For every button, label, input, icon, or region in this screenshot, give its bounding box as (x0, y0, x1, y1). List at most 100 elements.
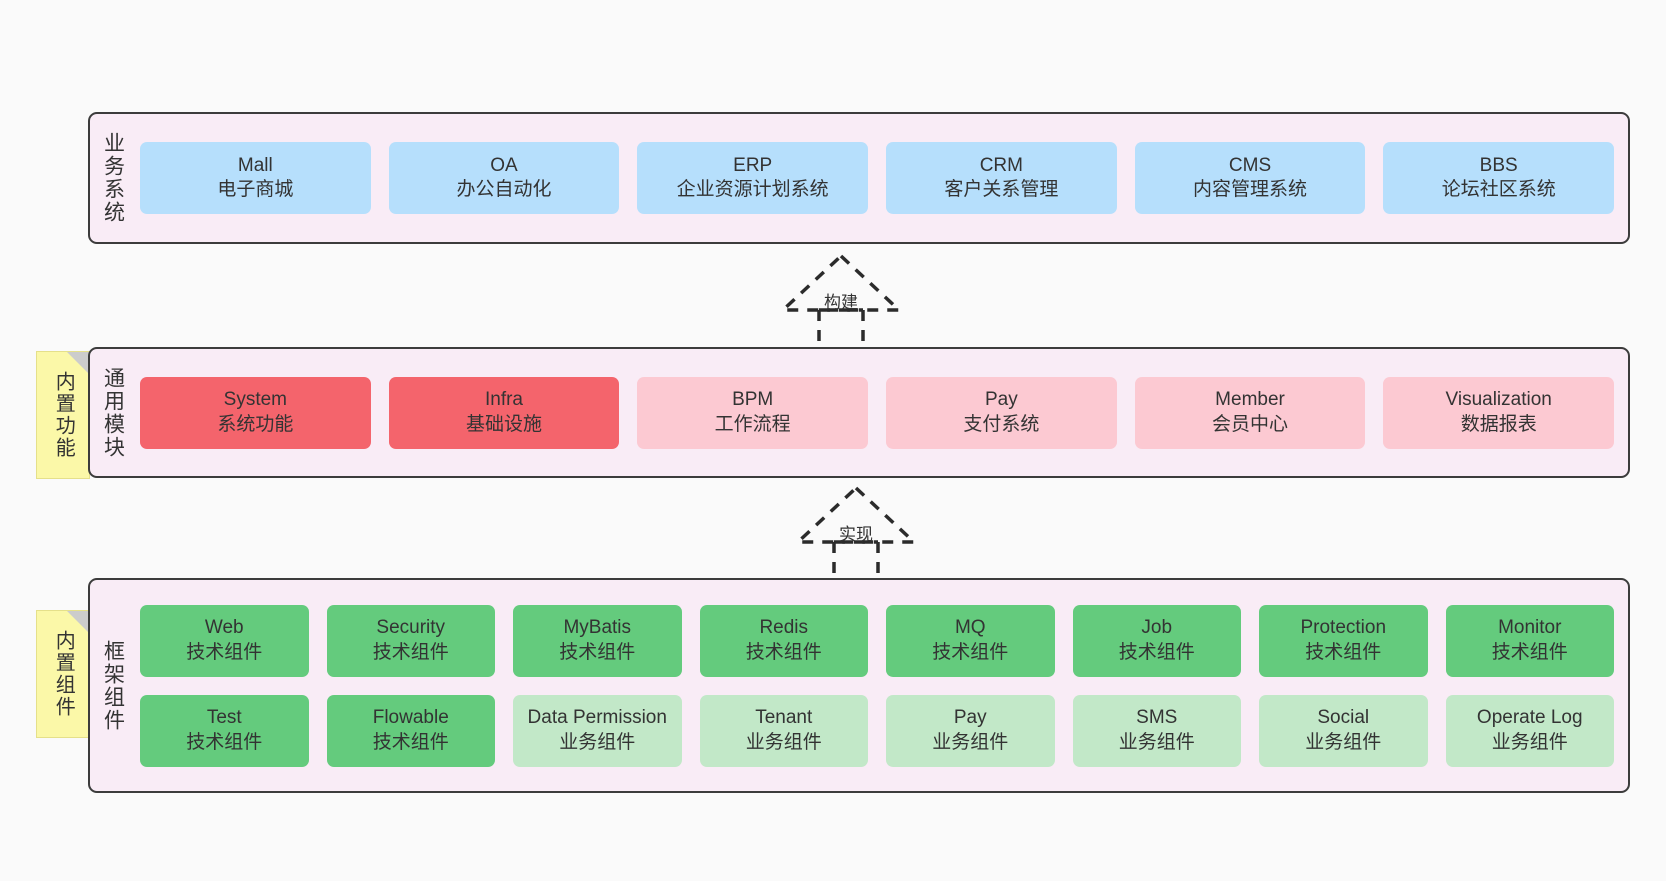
card-subtitle: 技术组件 (372, 731, 449, 753)
card-subtitle: 客户关系管理 (944, 179, 1059, 200)
card-subtitle: 技术组件 (1305, 641, 1382, 663)
card-title: Redis (759, 617, 809, 639)
layer-body-business-systems: Mall 电子商城 OA 办公自动化 ERP 企业资源计划系统 CRM 客户关系… (136, 114, 1628, 242)
card-bpm[interactable]: BPM 工作流程 (637, 376, 869, 449)
card-protection[interactable]: Protection 技术组件 (1259, 604, 1428, 677)
card-subtitle: 技术组件 (186, 731, 263, 753)
card-data-permission[interactable]: Data Permission 业务组件 (513, 694, 682, 767)
card-subtitle: 业务组件 (559, 731, 636, 753)
card-title: MQ (954, 617, 986, 639)
note-builtin-features: 内置功能 (36, 351, 90, 479)
card-title: Test (206, 707, 242, 729)
card-subtitle: 业务组件 (1118, 731, 1195, 753)
layer-title-business-systems: 业务系统 (101, 132, 125, 224)
card-sms[interactable]: SMS 业务组件 (1072, 694, 1241, 767)
layer-body-framework-components: Web 技术组件 Security 技术组件 MyBatis 技术组件 Redi… (136, 580, 1628, 791)
card-subtitle: 业务组件 (932, 731, 1009, 753)
card-job[interactable]: Job 技术组件 (1072, 604, 1241, 677)
card-subtitle: 数据报表 (1460, 413, 1537, 435)
card-title: Social (1317, 707, 1370, 729)
note-builtin-components: 内置组件 (36, 610, 90, 738)
layer-framework-components: 框架组件 Web 技术组件 Security 技术组件 MyBatis 技术组件… (88, 578, 1630, 793)
card-member[interactable]: Member 会员中心 (1134, 376, 1366, 449)
card-tenant[interactable]: Tenant 业务组件 (699, 694, 868, 767)
card-title: Operate Log (1476, 707, 1583, 729)
card-flowable[interactable]: Flowable 技术组件 (326, 694, 495, 767)
card-title: Flowable (372, 707, 449, 729)
card-title: SMS (1136, 707, 1178, 729)
card-visualization[interactable]: Visualization 数据报表 (1383, 376, 1615, 449)
card-title: Infra (484, 389, 524, 411)
card-subtitle: 技术组件 (745, 641, 822, 663)
card-subtitle: 工作流程 (714, 413, 791, 435)
card-infra[interactable]: Infra 基础设施 (388, 376, 620, 449)
card-row: Web 技术组件 Security 技术组件 MyBatis 技术组件 Redi… (140, 604, 1614, 677)
card-row: System 系统功能 Infra 基础设施 BPM 工作流程 Pay 支付系统… (140, 376, 1615, 449)
card-cms[interactable]: CMS 内容管理系统 (1134, 142, 1366, 214)
card-pay-component[interactable]: Pay 业务组件 (886, 694, 1055, 767)
card-security[interactable]: Security 技术组件 (326, 604, 495, 677)
card-title: Pay (953, 707, 987, 729)
card-subtitle: 业务组件 (1305, 731, 1382, 753)
card-title: Member (1215, 389, 1285, 411)
card-system[interactable]: System 系统功能 (140, 376, 371, 449)
layer-business-systems: 业务系统 Mall 电子商城 OA 办公自动化 ERP 企业资源计划系统 CRM… (88, 112, 1630, 244)
card-title: Job (1141, 617, 1173, 639)
card-title: Security (376, 617, 446, 639)
card-redis[interactable]: Redis 技术组件 (699, 604, 868, 677)
card-subtitle: 企业资源计划系统 (676, 179, 829, 200)
card-subtitle: 技术组件 (1491, 641, 1568, 663)
card-mall[interactable]: Mall 电子商城 (140, 142, 371, 214)
card-subtitle: 技术组件 (186, 641, 263, 663)
card-subtitle: 支付系统 (963, 413, 1040, 435)
connector-build-label: 构建 (824, 293, 858, 312)
card-bbs[interactable]: BBS 论坛社区系统 (1383, 142, 1615, 214)
card-subtitle: 办公自动化 (456, 179, 552, 200)
card-subtitle: 电子商城 (217, 179, 294, 200)
card-crm[interactable]: CRM 客户关系管理 (886, 142, 1117, 214)
card-title: CRM (979, 154, 1023, 176)
layer-common-modules: 通用模块 System 系统功能 Infra 基础设施 BPM 工作流程 Pay… (88, 347, 1630, 478)
card-social[interactable]: Social 业务组件 (1259, 694, 1428, 767)
note-label: 内置组件 (52, 630, 75, 718)
card-mq[interactable]: MQ 技术组件 (886, 604, 1055, 677)
card-monitor[interactable]: Monitor 技术组件 (1445, 604, 1614, 677)
card-subtitle: 技术组件 (932, 641, 1009, 663)
connector-build: 构建 (751, 248, 931, 358)
card-web[interactable]: Web 技术组件 (140, 604, 309, 677)
card-title: Protection (1300, 617, 1387, 639)
card-pay[interactable]: Pay 支付系统 (886, 376, 1117, 449)
card-title: Web (204, 617, 244, 639)
card-row: Mall 电子商城 OA 办公自动化 ERP 企业资源计划系统 CRM 客户关系… (140, 142, 1615, 214)
card-title: BBS (1479, 154, 1518, 176)
card-title: Data Permission (527, 707, 667, 729)
card-subtitle: 会员中心 (1212, 413, 1289, 435)
card-title: MyBatis (563, 617, 632, 639)
card-subtitle: 技术组件 (1118, 641, 1195, 663)
card-row: Test 技术组件 Flowable 技术组件 Data Permission … (140, 694, 1614, 767)
layer-title-framework-components: 框架组件 (101, 639, 125, 732)
connector-implement: 实现 (766, 480, 946, 590)
card-subtitle: 技术组件 (372, 641, 449, 663)
card-test[interactable]: Test 技术组件 (140, 694, 309, 767)
card-operate-log[interactable]: Operate Log 业务组件 (1445, 694, 1614, 767)
card-subtitle: 业务组件 (745, 731, 822, 753)
card-title: ERP (733, 154, 773, 176)
card-title: Visualization (1445, 389, 1552, 411)
card-title: System (223, 389, 288, 411)
card-subtitle: 内容管理系统 (1193, 179, 1308, 200)
card-subtitle: 论坛社区系统 (1441, 179, 1556, 200)
card-mybatis[interactable]: MyBatis 技术组件 (513, 604, 682, 677)
layer-title-common-modules: 通用模块 (101, 366, 125, 459)
card-title: Pay (984, 389, 1018, 411)
card-subtitle: 系统功能 (217, 413, 294, 435)
card-title: CMS (1228, 154, 1272, 176)
card-oa[interactable]: OA 办公自动化 (388, 142, 620, 214)
note-label: 内置功能 (52, 371, 75, 459)
card-subtitle: 技术组件 (559, 641, 636, 663)
card-title: OA (490, 154, 518, 176)
layer-body-common-modules: System 系统功能 Infra 基础设施 BPM 工作流程 Pay 支付系统… (136, 349, 1628, 476)
connector-implement-label: 实现 (839, 525, 873, 544)
card-erp[interactable]: ERP 企业资源计划系统 (637, 142, 869, 214)
card-subtitle: 基础设施 (466, 413, 543, 435)
